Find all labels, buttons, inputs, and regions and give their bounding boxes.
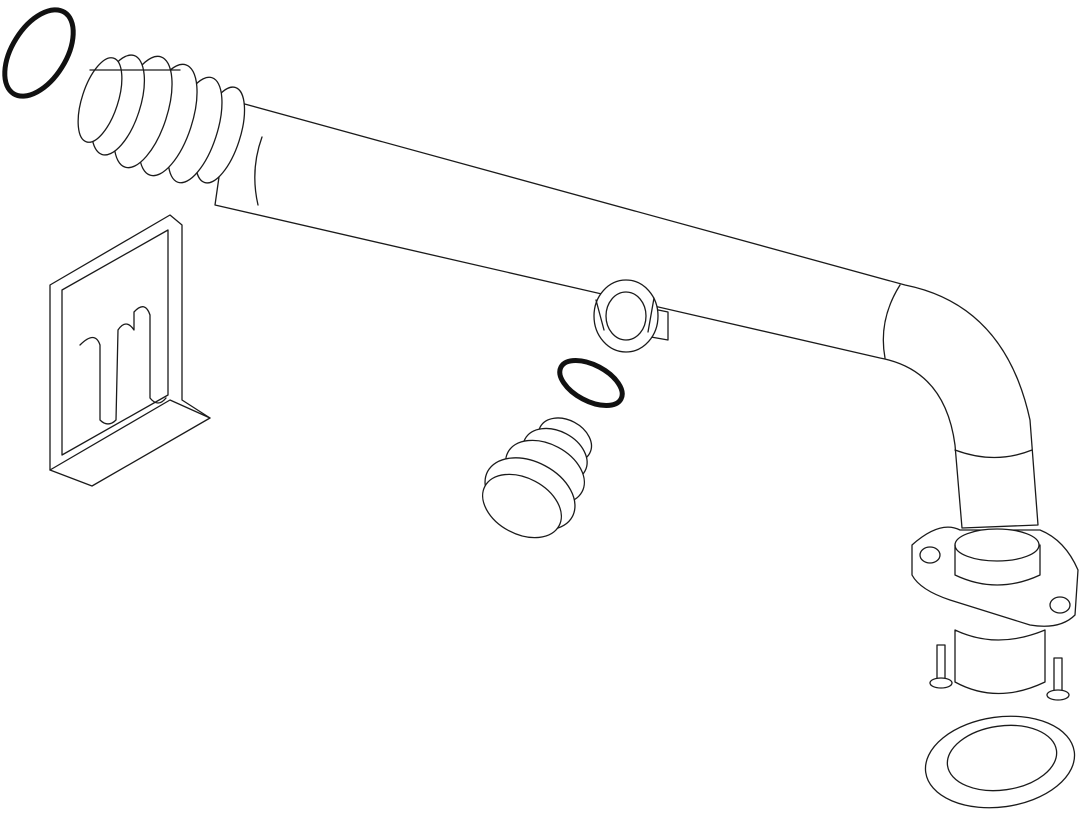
pipe-clip: [593, 279, 659, 353]
screw-right: [1046, 657, 1070, 701]
plug: [482, 417, 593, 539]
o-ring-large: [2, 7, 76, 99]
pipe-assembly: [77, 54, 1039, 529]
o-ring-small: [557, 357, 625, 409]
screw-left: [929, 644, 953, 689]
flange: [911, 526, 1079, 695]
gasket: [924, 715, 1076, 809]
mounting-bracket: [49, 214, 211, 487]
